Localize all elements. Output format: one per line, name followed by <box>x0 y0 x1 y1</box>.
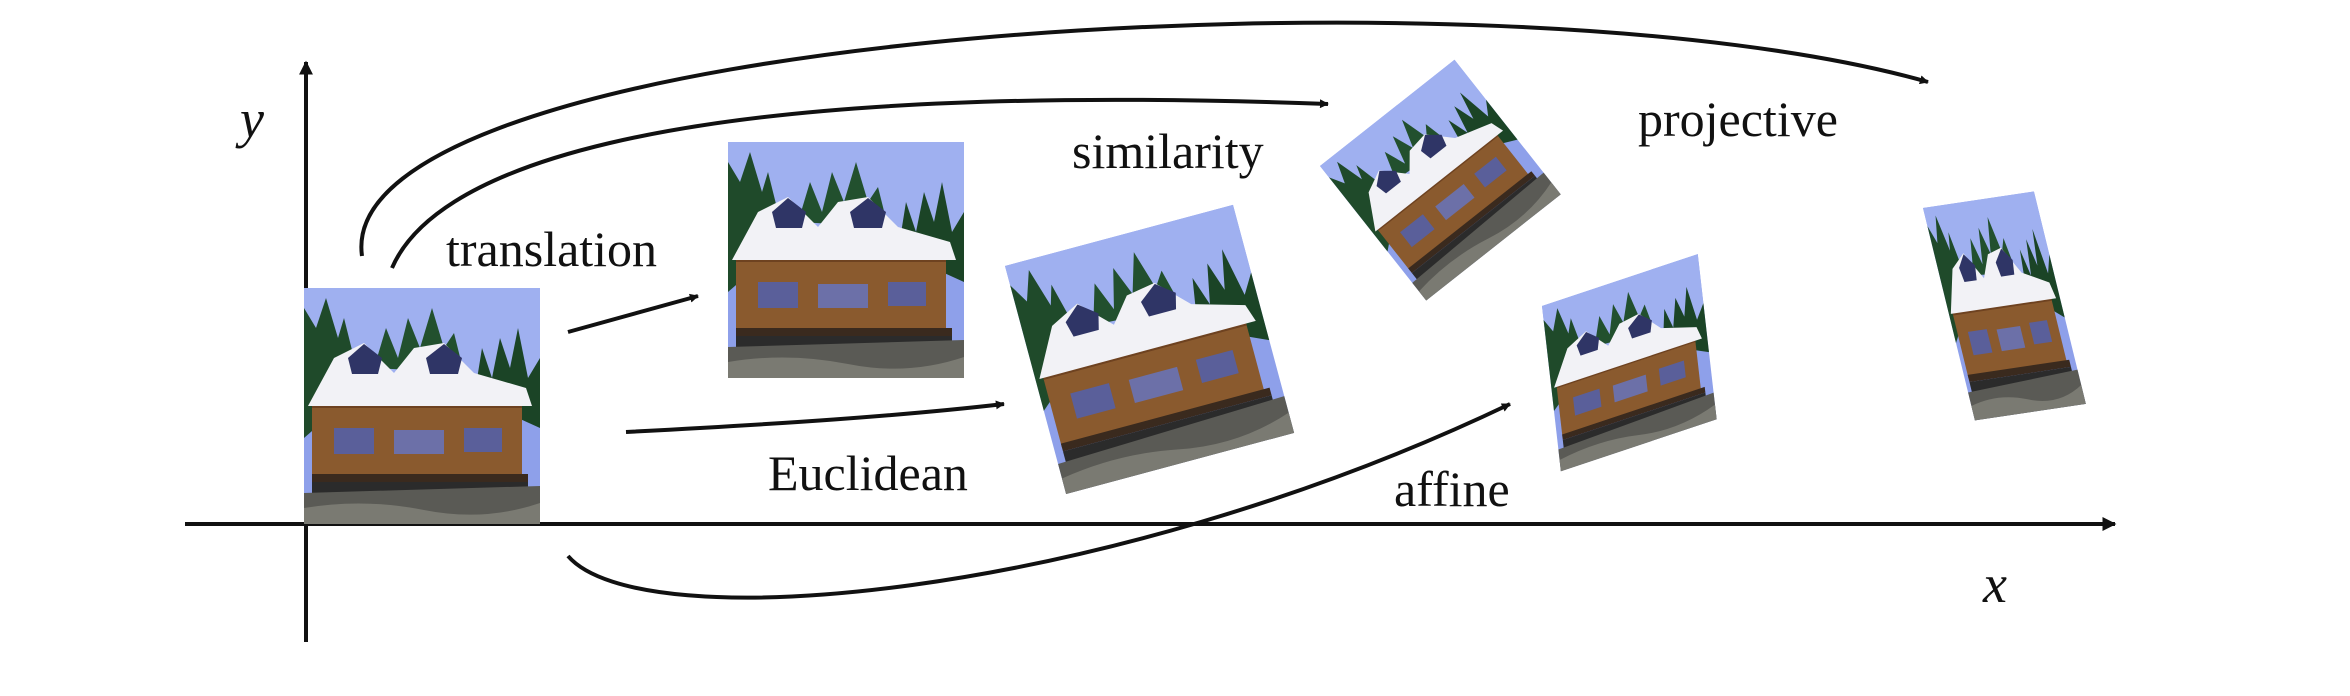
label-affine: affine <box>1394 461 1510 517</box>
label-projective: projective <box>1638 91 1838 147</box>
image-projective <box>1923 191 2086 421</box>
arrow-similarity <box>390 97 1329 269</box>
x-axis-label: x <box>1982 554 2007 614</box>
arrow-projective <box>359 20 1929 257</box>
label-euclidean: Euclidean <box>768 445 968 501</box>
arrow-translation <box>567 293 699 334</box>
y-axis-label: y <box>235 89 264 149</box>
image-affine <box>1542 254 1717 472</box>
image-original <box>304 288 540 524</box>
image-euclidean <box>1005 204 1295 494</box>
arrow-affine <box>566 402 1511 600</box>
label-translation: translation <box>446 221 657 277</box>
arrow-euclidean <box>625 400 1005 434</box>
label-similarity: similarity <box>1072 123 1264 179</box>
image-similarity <box>1320 59 1561 301</box>
image-translation <box>728 142 964 378</box>
transform-arrows <box>359 20 1929 600</box>
